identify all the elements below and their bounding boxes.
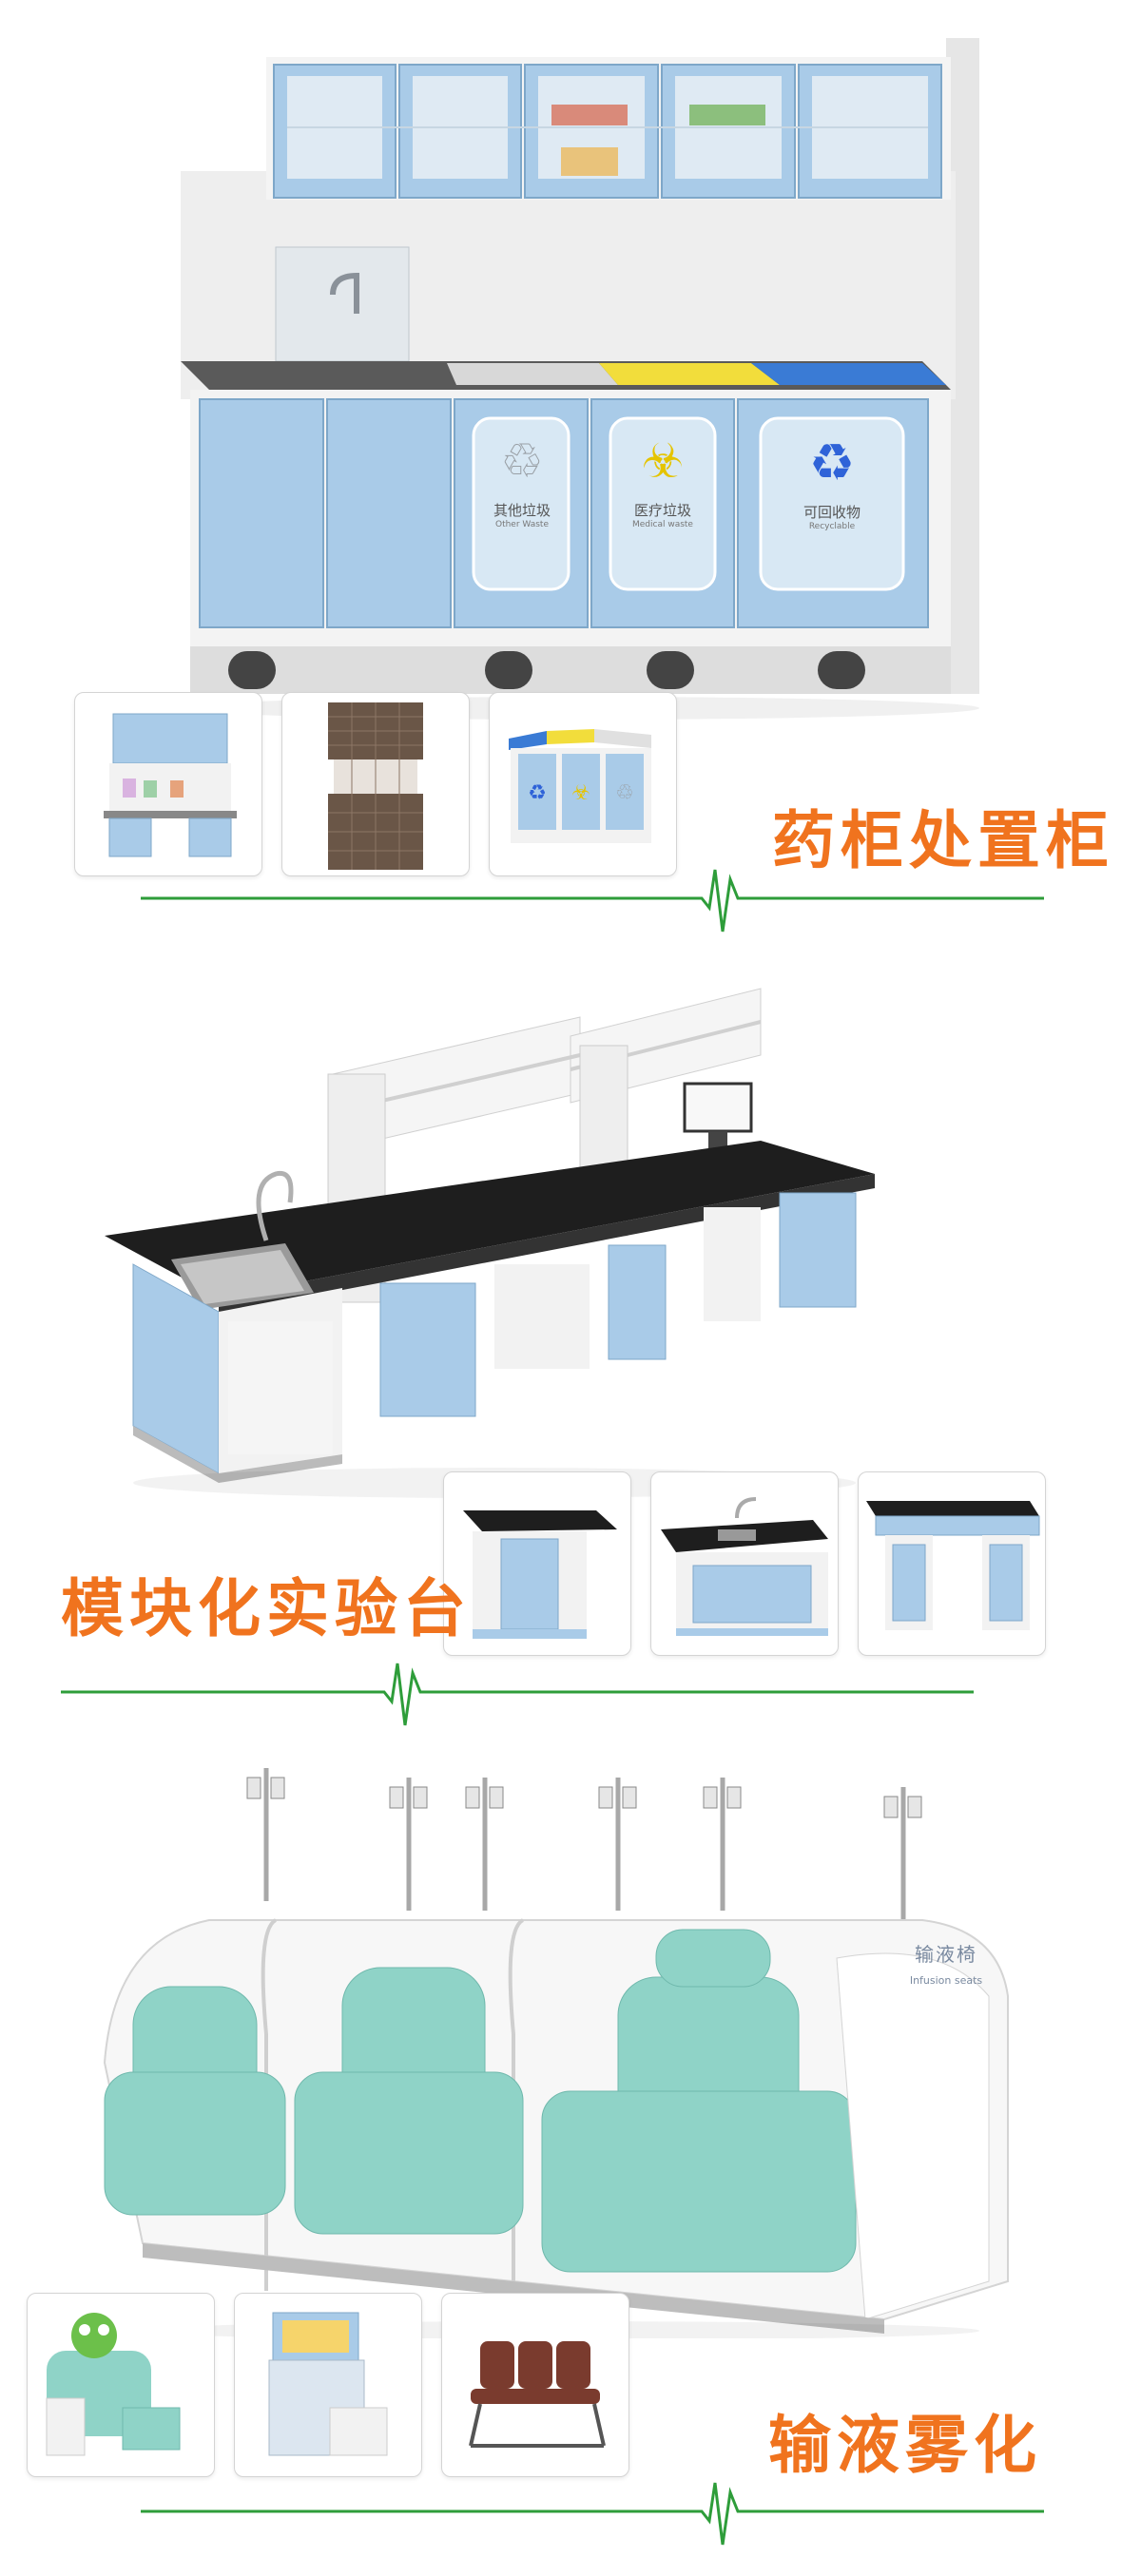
thumbnail-kids-infusion-chair[interactable]	[27, 2293, 215, 2477]
thumbnail-kids-nebulizer-desk[interactable]	[234, 2293, 422, 2477]
thumbnail-waste-bins[interactable]: ♻ ☣ ♲	[489, 692, 677, 876]
bin-label-en: Recyclable	[808, 522, 856, 531]
thumbnail-waiting-chairs[interactable]	[441, 2293, 629, 2477]
bin-label-cn: 医疗垃圾	[633, 502, 691, 519]
section-title-lab-bench: 模块化实验台	[61, 1572, 472, 1645]
booth-sign: 输液椅 Infusion seats	[894, 1939, 998, 1987]
ecg-divider-line	[61, 1663, 974, 1726]
biohazard-icon: ☣	[641, 433, 685, 489]
thumbnail-medicine-shelf[interactable]	[74, 692, 262, 876]
bin-label-medical-waste: ☣ 医疗垃圾 Medical waste	[611, 437, 714, 529]
section-title-infusion: 输液雾化	[768, 2409, 1042, 2482]
thumbnail-desk-bench[interactable]	[858, 1471, 1046, 1656]
svg-text:♻: ♻	[528, 781, 547, 805]
svg-text:☣: ☣	[571, 781, 590, 805]
section-medicine-cabinet: ♲ 其他垃圾 Other Waste ☣ 医疗垃圾 Medical waste …	[0, 0, 1141, 932]
booth-sign-en: Infusion seats	[909, 1974, 983, 1987]
section-infusion: 输液椅 Infusion seats	[0, 1749, 1141, 2576]
recycle-icon: ♻	[808, 433, 856, 492]
lab-bench-hero-image	[105, 988, 875, 1498]
infusion-booth-hero-image	[103, 1768, 1009, 2338]
ecg-divider-line	[141, 869, 1044, 932]
thumbnail-drawer-cabinet[interactable]	[281, 692, 470, 876]
section-title-medicine-cabinet: 药柜处置柜	[772, 804, 1114, 877]
recycle-outline-icon: ♲	[500, 433, 544, 489]
bin-label-en: Other Waste	[494, 520, 549, 529]
thumbnail-sink-bench[interactable]	[650, 1471, 839, 1656]
bin-label-cn: 可回收物	[803, 504, 861, 521]
thumbnail-corner-bench[interactable]	[443, 1471, 631, 1656]
booth-sign-cn: 输液椅	[915, 1943, 977, 1966]
bin-label-cn: 其他垃圾	[493, 502, 551, 519]
bin-label-recyclable: ♻ 可回收物 Recyclable	[761, 433, 903, 532]
medicine-cabinet-hero-image	[181, 38, 979, 720]
svg-text:♲: ♲	[615, 781, 634, 805]
section-lab-bench: 模块化实验台	[0, 951, 1141, 1749]
ecg-divider-line	[141, 2482, 1044, 2546]
bin-label-en: Medical waste	[632, 520, 693, 529]
bin-label-other-waste: ♲ 其他垃圾 Other Waste	[475, 437, 569, 529]
